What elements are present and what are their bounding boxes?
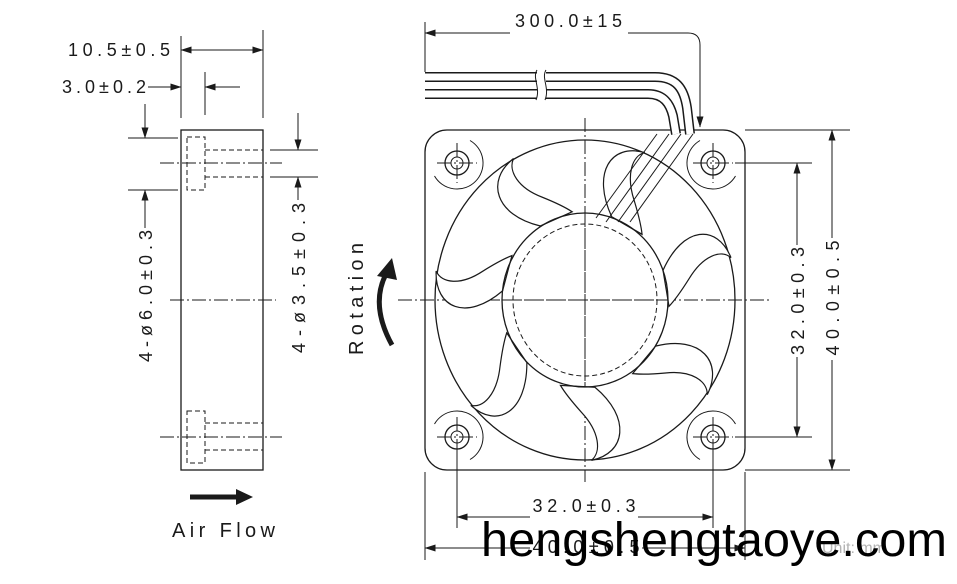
mounting-boss-outline	[434, 410, 484, 460]
dimension-arrow	[628, 32, 704, 128]
fan-blade	[497, 158, 574, 227]
rotation-arrowhead	[377, 258, 397, 280]
fan-opening	[434, 139, 736, 461]
hole-pitch-vertical-label: 32.0±0.3	[788, 247, 808, 355]
rotation-arrow-icon	[376, 272, 395, 347]
mounting-hole	[437, 143, 477, 183]
lead-wire-outline	[425, 89, 681, 135]
airflow-arrowhead	[236, 489, 253, 505]
fan-blade	[470, 331, 528, 417]
counterbore-label: 4-ø6.0±0.3	[136, 230, 156, 362]
dim-side-offset: 3.0±0.2	[62, 72, 240, 115]
fan-blade	[559, 384, 621, 461]
airflow-indicator: Air Flow	[172, 489, 276, 542]
through-hole-label: 4-ø3.5±0.3	[289, 203, 309, 353]
mounting-hole	[693, 417, 733, 457]
wire-break-symbol	[534, 69, 539, 101]
lead-wires	[425, 68, 695, 135]
wire-channel-line	[617, 133, 682, 223]
mounting-boss-outline	[686, 410, 736, 460]
fan-blades	[435, 150, 732, 461]
mounting-hole	[693, 143, 733, 183]
side-width-label: 10.5±0.5	[68, 40, 170, 60]
fan-blade	[662, 233, 732, 308]
unit-label: Unit: mm	[822, 540, 886, 557]
wire-channel-line	[605, 133, 670, 223]
wire-channel-line	[629, 133, 694, 223]
front-view	[398, 68, 772, 482]
dim-through-hole: 4-ø3.5±0.3	[270, 113, 318, 353]
rotation-label: Rotation	[346, 243, 368, 355]
dim-counterbore: 4-ø6.0±0.3	[128, 104, 178, 362]
fan-blade	[435, 254, 513, 309]
lead-length-label: 300.0±15	[515, 11, 622, 31]
side-offset-label: 3.0±0.2	[62, 77, 146, 97]
side-view	[160, 129, 282, 471]
wire-break-symbol	[543, 69, 548, 101]
wire-channel-line	[595, 133, 658, 219]
frame-height-label: 40.0±0.5	[823, 241, 843, 356]
wire-break-gap	[537, 68, 546, 102]
fan-frame	[424, 129, 746, 471]
wire-channel	[595, 133, 694, 223]
fan-blade	[602, 150, 645, 236]
lead-wire-core	[425, 90, 680, 135]
lead-wire-outline	[425, 72, 695, 135]
mounting-hole	[437, 417, 477, 457]
rotation-indicator: Rotation	[346, 243, 397, 355]
watermark: hengshengtaoye.com	[481, 514, 947, 567]
dim-lead-length: 300.0±15	[424, 11, 704, 128]
mounting-boss-outline	[434, 140, 484, 190]
dim-side-width: 10.5±0.5	[68, 30, 264, 118]
fan-blade	[631, 342, 714, 395]
lead-wire-core	[425, 73, 694, 135]
hole-pitch-horizontal-label: 32.0±0.3	[533, 496, 636, 516]
mounting-boss-outline	[686, 140, 736, 190]
airflow-label: Air Flow	[172, 520, 276, 542]
